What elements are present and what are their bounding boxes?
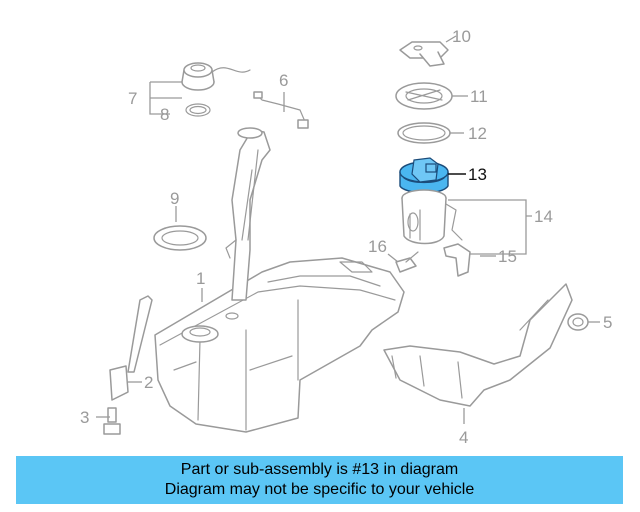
- fuel-tank: [154, 257, 405, 433]
- callout-4: 4: [459, 428, 468, 447]
- pump-flange: [395, 82, 453, 110]
- fuel-pump-module-highlighted: [399, 157, 449, 194]
- callout-6: 6: [279, 71, 288, 90]
- callout-7: 7: [128, 89, 137, 108]
- connector: [395, 251, 419, 273]
- lock-ring: [153, 225, 207, 251]
- info-banner: Part or sub-assembly is #13 in diagram D…: [16, 456, 623, 504]
- callout-numbers: 1 2 3 4 5 6 7 8 9 10 11 12 13 14 15 16: [80, 27, 612, 447]
- fuel-cap: [181, 62, 251, 117]
- grommet: [567, 313, 589, 331]
- callout-13: 13: [468, 165, 487, 184]
- callout-16: 16: [368, 237, 387, 256]
- callout-15: 15: [498, 247, 517, 266]
- heat-shield: [383, 283, 573, 407]
- sender-clip: [399, 41, 449, 67]
- bolt: [103, 407, 121, 435]
- callout-3: 3: [80, 408, 89, 427]
- callout-2: 2: [144, 373, 153, 392]
- filler-neck: [225, 127, 271, 301]
- callout-9: 9: [170, 189, 179, 208]
- callout-8: 8: [160, 105, 169, 124]
- float-bracket: [443, 243, 471, 277]
- banner-line-1: Part or sub-assembly is #13 in diagram: [180, 461, 459, 478]
- tank-strap: [109, 295, 153, 401]
- callout-1: 1: [196, 269, 205, 288]
- callout-14: 14: [534, 207, 553, 226]
- callout-5: 5: [603, 313, 612, 332]
- gasket: [397, 122, 451, 144]
- callout-12: 12: [468, 124, 487, 143]
- cable-part: [253, 91, 309, 129]
- callout-10: 10: [452, 27, 471, 46]
- leader-lines: [96, 35, 600, 424]
- banner-line-2: Diagram may not be specific to your vehi…: [164, 481, 475, 498]
- callout-11: 11: [470, 87, 488, 106]
- pump-body: [401, 189, 463, 245]
